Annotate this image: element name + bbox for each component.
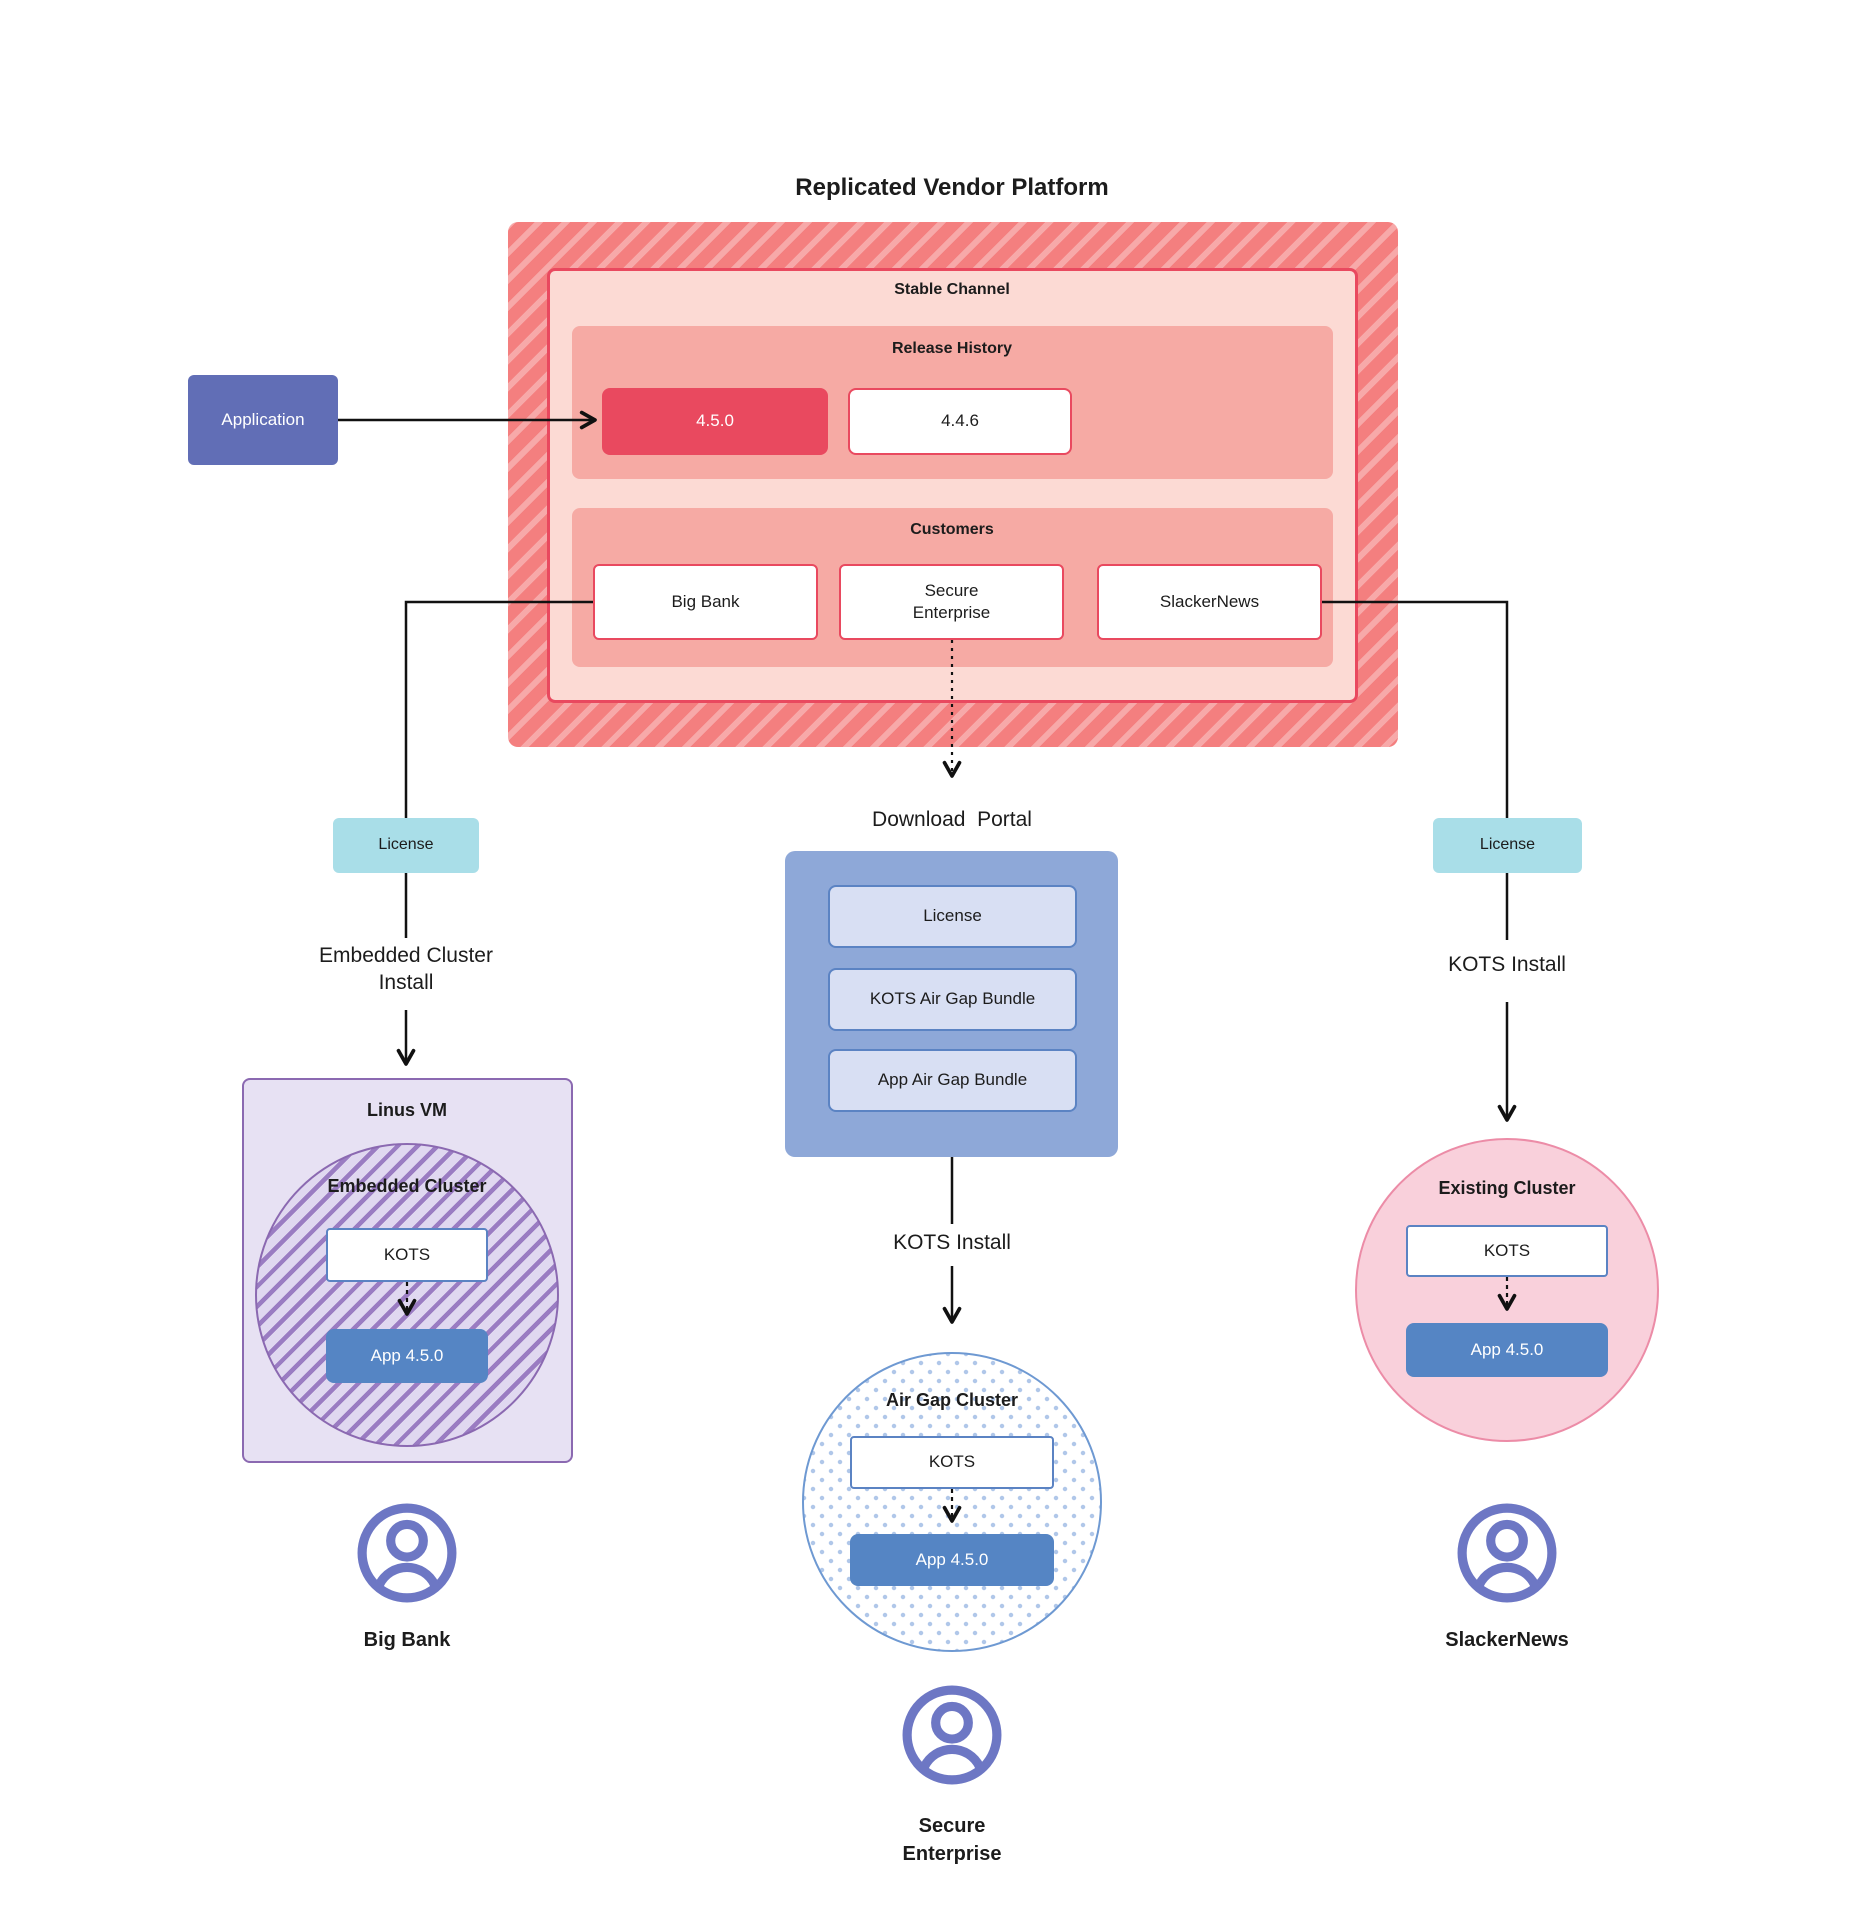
- embedded-cluster-circle: [255, 1143, 559, 1447]
- linus-vm-label: Linus VM: [367, 1100, 447, 1120]
- embedded-cluster-install-label: Embedded Cluster Install: [319, 944, 493, 995]
- app-box-existing: App 4.5.0: [1406, 1323, 1608, 1377]
- customer-secure-enterprise-box: Secure Enterprise: [839, 564, 1064, 640]
- portal-item-label: KOTS Air Gap Bundle: [869, 989, 1036, 1009]
- user-label-big-bank: Big Bank: [363, 1629, 451, 1651]
- person-icon-secure-enterprise: [902, 1685, 1002, 1785]
- release-4-4-6-box: 4.4.6: [848, 388, 1072, 455]
- release-version: 4.4.6: [941, 411, 979, 431]
- person-icon-big-bank: [357, 1503, 457, 1603]
- license-label: License: [1479, 836, 1536, 854]
- app-label: App 4.5.0: [370, 1345, 444, 1365]
- customer-name: Big Bank: [671, 591, 740, 611]
- kots-box-airgap: KOTS: [850, 1436, 1054, 1489]
- kots-box-embedded: KOTS: [326, 1228, 488, 1282]
- customer-name: Secure Enterprise: [912, 580, 991, 622]
- application-label: Application: [221, 409, 305, 429]
- app-box-embedded: App 4.5.0: [326, 1329, 488, 1383]
- kots-label: KOTS: [928, 1452, 976, 1472]
- release-version: 4.5.0: [696, 411, 734, 431]
- license-badge-left: License: [333, 818, 479, 873]
- user-label-slackernews: SlackerNews: [1445, 1629, 1569, 1651]
- customer-name: SlackerNews: [1159, 591, 1260, 611]
- diagram-title: Replicated Vendor Platform: [795, 174, 1109, 201]
- kots-install-label-middle: KOTS Install: [893, 1231, 1011, 1254]
- user-label-secure-enterprise: Secure Enterprise: [902, 1815, 1002, 1865]
- release-4-5-0-box: 4.5.0: [602, 388, 828, 455]
- existing-cluster-label: Existing Cluster: [1438, 1178, 1576, 1198]
- app-label: App 4.5.0: [915, 1549, 989, 1569]
- kots-label: KOTS: [1483, 1240, 1531, 1260]
- portal-item-label: License: [923, 906, 982, 926]
- app-box-airgap: App 4.5.0: [850, 1534, 1054, 1586]
- customer-big-bank-box: Big Bank: [593, 564, 818, 640]
- kots-box-existing: KOTS: [1406, 1225, 1608, 1277]
- portal-item-app-air-gap-bundle: App Air Gap Bundle: [828, 1049, 1077, 1112]
- air-gap-cluster-label: Air Gap Cluster: [885, 1390, 1019, 1410]
- kots-label: KOTS: [383, 1244, 431, 1264]
- release-history-label: Release History: [891, 340, 1013, 357]
- portal-item-license: License: [828, 885, 1077, 948]
- embedded-cluster-label: Embedded Cluster: [327, 1176, 487, 1196]
- portal-item-kots-air-gap-bundle: KOTS Air Gap Bundle: [828, 968, 1077, 1031]
- stable-channel-label: Stable Channel: [894, 281, 1010, 298]
- app-label: App 4.5.0: [1470, 1339, 1544, 1359]
- download-portal-label: Download Portal: [872, 808, 1032, 831]
- kots-install-label-right: KOTS Install: [1448, 953, 1566, 976]
- portal-item-label: App Air Gap Bundle: [877, 1070, 1028, 1090]
- customers-label: Customers: [910, 521, 994, 538]
- license-badge-right: License: [1433, 818, 1582, 873]
- customer-slackernews-box: SlackerNews: [1097, 564, 1322, 640]
- person-icon-slackernews: [1457, 1503, 1557, 1603]
- license-label: License: [378, 836, 434, 854]
- application-box: Application: [188, 375, 338, 465]
